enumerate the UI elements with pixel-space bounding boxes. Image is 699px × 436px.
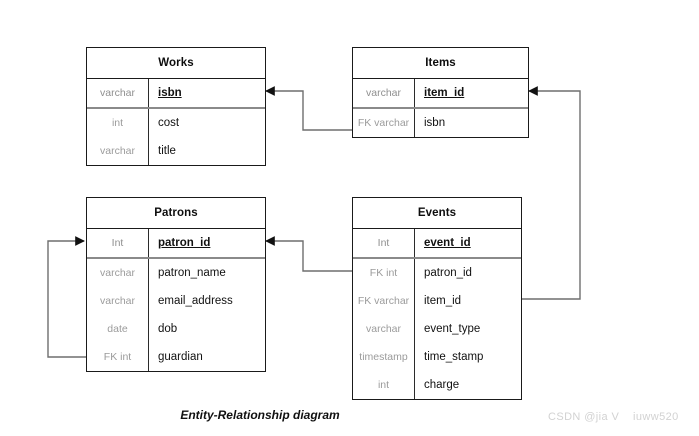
- field-patrons-dob[interactable]: date dob: [87, 315, 265, 343]
- field-type: varchar: [87, 79, 149, 107]
- field-name: title: [158, 145, 176, 157]
- field-events-charge[interactable]: int charge: [353, 371, 521, 399]
- entity-works-title: Works: [87, 48, 265, 79]
- field-items-item-id[interactable]: varchar item_id: [353, 79, 528, 109]
- field-type: varchar: [353, 79, 415, 107]
- field-patrons-guardian[interactable]: FK int guardian: [87, 343, 265, 371]
- entity-events-title: Events: [353, 198, 521, 229]
- field-patrons-patron-id[interactable]: Int patron_id: [87, 229, 265, 259]
- connector-events-patron-id-to-patrons-patron-id: [265, 236, 352, 272]
- field-type: int: [87, 109, 149, 137]
- connector-items-isbn-to-works-isbn: [265, 86, 352, 131]
- field-events-event-type[interactable]: varchar event_type: [353, 315, 521, 343]
- field-name: patron_id: [158, 237, 211, 249]
- entity-items-title: Items: [353, 48, 528, 79]
- entity-events[interactable]: Events Int event_id FK int patron_id FK …: [352, 197, 522, 400]
- field-name: email_address: [158, 295, 233, 307]
- field-name: dob: [158, 323, 178, 335]
- field-name: isbn: [424, 117, 446, 129]
- field-name: guardian: [158, 351, 203, 363]
- field-type: varchar: [87, 137, 149, 165]
- field-name: cost: [158, 117, 180, 129]
- field-type: FK varchar: [353, 109, 415, 137]
- field-name: event_id: [424, 237, 471, 249]
- field-type: timestamp: [353, 343, 415, 371]
- entity-patrons-title: Patrons: [87, 198, 265, 229]
- field-works-cost[interactable]: int cost: [87, 109, 265, 137]
- field-name: isbn: [158, 87, 182, 99]
- field-items-isbn[interactable]: FK varchar isbn: [353, 109, 528, 137]
- field-works-isbn[interactable]: varchar isbn: [87, 79, 265, 109]
- field-type: Int: [353, 229, 415, 257]
- watermark: CSDN @jia V iuww520: [548, 411, 679, 423]
- field-type: date: [87, 315, 149, 343]
- field-type: varchar: [353, 315, 415, 343]
- field-name: event_type: [424, 323, 481, 335]
- field-works-title[interactable]: varchar title: [87, 137, 265, 165]
- entity-items[interactable]: Items varchar item_id FK varchar isbn: [352, 47, 529, 138]
- connector-events-item-id-to-items-item-id: [522, 86, 581, 300]
- field-name: time_stamp: [424, 351, 484, 363]
- field-name: charge: [424, 379, 460, 391]
- field-type: Int: [87, 229, 149, 257]
- entity-patrons[interactable]: Patrons Int patron_id varchar patron_nam…: [86, 197, 266, 372]
- diagram-caption: Entity-Relationship diagram: [180, 408, 340, 422]
- field-name: patron_id: [424, 267, 472, 279]
- field-events-item-id[interactable]: FK varchar item_id: [353, 287, 521, 315]
- field-patrons-patron-name[interactable]: varchar patron_name: [87, 259, 265, 287]
- field-name: item_id: [424, 87, 465, 99]
- field-events-time-stamp[interactable]: timestamp time_stamp: [353, 343, 521, 371]
- entity-works[interactable]: Works varchar isbn int cost varchar titl…: [86, 47, 266, 166]
- field-type: FK int: [353, 259, 415, 287]
- field-name: item_id: [424, 295, 462, 307]
- field-type: varchar: [87, 287, 149, 315]
- field-type: FK varchar: [353, 287, 415, 315]
- field-name: patron_name: [158, 267, 226, 279]
- field-type: int: [353, 371, 415, 399]
- field-type: varchar: [87, 259, 149, 287]
- field-events-event-id[interactable]: Int event_id: [353, 229, 521, 259]
- field-patrons-email-address[interactable]: varchar email_address: [87, 287, 265, 315]
- field-type: FK int: [87, 343, 149, 371]
- connector-patrons-guardian-self-reference: [47, 236, 86, 358]
- field-events-patron-id[interactable]: FK int patron_id: [353, 259, 521, 287]
